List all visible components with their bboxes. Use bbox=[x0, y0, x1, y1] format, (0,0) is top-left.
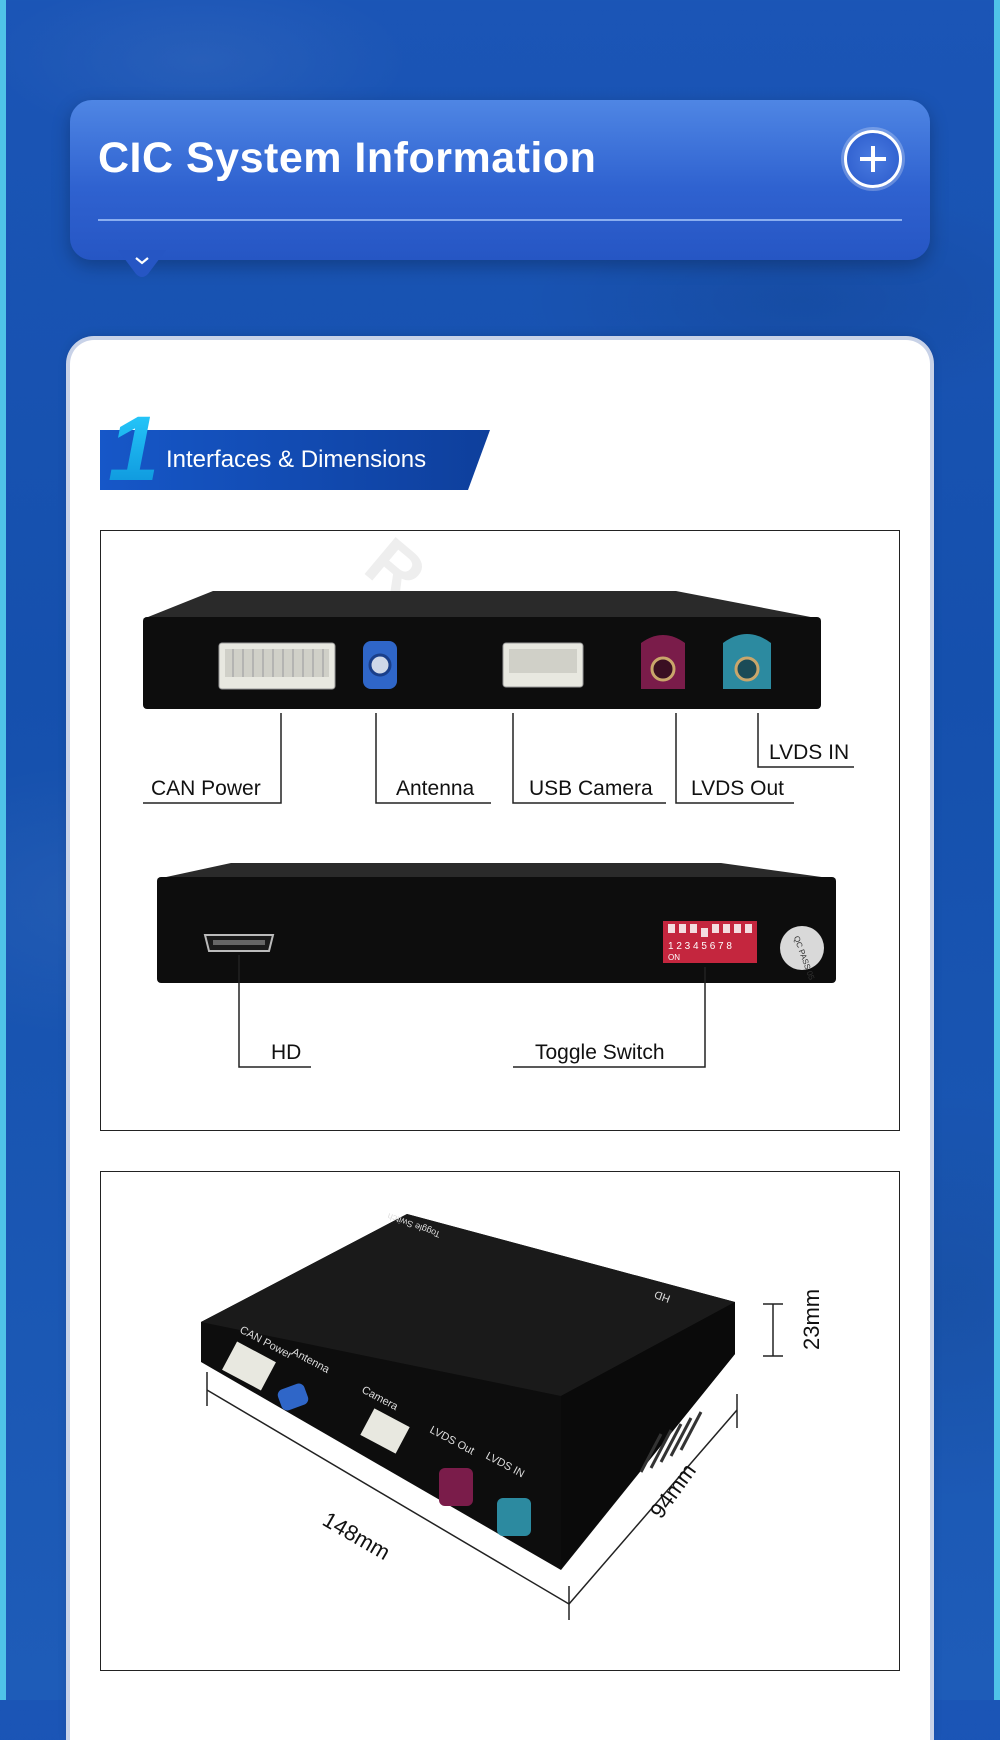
iso-device-top bbox=[201, 1214, 735, 1396]
lvds-in-connector bbox=[723, 634, 771, 689]
back-device-top bbox=[157, 863, 836, 879]
content-card: 1 Interfaces & Dimensions R op bbox=[70, 340, 930, 1740]
section-badge: 1 bbox=[100, 398, 490, 490]
chevron-down-icon[interactable] bbox=[118, 250, 166, 280]
section-number: 1 bbox=[108, 398, 159, 490]
dimensions-frame: CAN Power Antenna Camera LVDS Out LVDS I… bbox=[100, 1171, 900, 1671]
dimensions-diagram: CAN Power Antenna Camera LVDS Out LVDS I… bbox=[201, 1211, 824, 1620]
label-usb-camera: USB Camera bbox=[529, 777, 653, 800]
dimension-lines bbox=[206, 1303, 783, 1620]
iso-lvds-out-connector bbox=[439, 1468, 473, 1506]
info-header-card[interactable]: CIC System Information bbox=[70, 100, 930, 277]
iso-label-hd: HD bbox=[653, 1288, 672, 1305]
label-lvds-out: LVDS Out bbox=[691, 777, 784, 800]
left-edge-stripe bbox=[0, 0, 6, 1700]
dimension-width: 94mm bbox=[645, 1459, 701, 1523]
dip-on-label: ON bbox=[668, 953, 680, 962]
iso-antenna-connector bbox=[277, 1383, 309, 1411]
hdmi-port bbox=[203, 934, 275, 952]
dimension-length: 148mm bbox=[319, 1507, 395, 1565]
label-can-power: CAN Power bbox=[151, 777, 261, 800]
interfaces-frame: R op bbox=[100, 523, 900, 1131]
label-lvds-in: LVDS IN bbox=[769, 741, 849, 764]
iso-camera-connector bbox=[360, 1408, 410, 1454]
lvds-out-connector bbox=[641, 635, 685, 689]
expand-button[interactable] bbox=[844, 130, 902, 188]
header-divider bbox=[98, 219, 902, 221]
page-title: CIC System Information bbox=[98, 134, 597, 182]
iso-lvds-in-connector bbox=[497, 1498, 531, 1536]
label-toggle-switch: Toggle Switch bbox=[535, 1041, 665, 1064]
right-edge-stripe bbox=[994, 0, 1000, 1700]
iso-can-connector bbox=[222, 1341, 276, 1391]
usb-camera-connector bbox=[502, 642, 584, 688]
dip-switch: 1 2 3 4 5 6 7 8 ON bbox=[663, 921, 757, 963]
can-power-connector bbox=[218, 642, 336, 690]
dimension-height: 23mm bbox=[799, 1289, 824, 1350]
section-title: Interfaces & Dimensions bbox=[166, 446, 427, 473]
interfaces-diagram: R op bbox=[143, 523, 854, 1068]
plus-circle-icon bbox=[860, 146, 886, 172]
label-hd: HD bbox=[271, 1041, 301, 1064]
front-device-top bbox=[143, 591, 821, 619]
antenna-connector bbox=[363, 641, 397, 689]
dip-numbers: 1 2 3 4 5 6 7 8 bbox=[668, 941, 732, 952]
label-antenna: Antenna bbox=[396, 777, 475, 800]
